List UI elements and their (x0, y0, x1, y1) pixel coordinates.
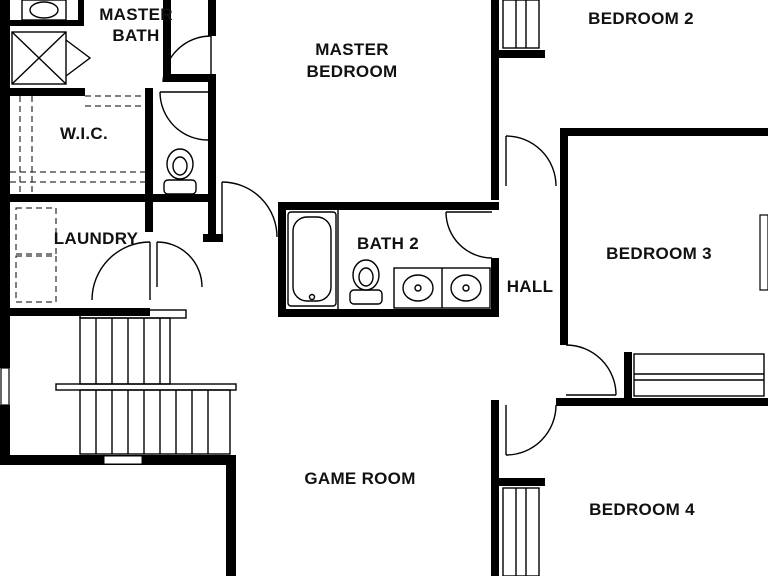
closet-right-wall (208, 82, 216, 242)
fixtures (11, 0, 491, 309)
closets (10, 0, 768, 576)
lower-stair-run (79, 389, 231, 455)
bath2-door-swing (445, 211, 493, 259)
shower-door (65, 39, 92, 77)
master-bedroom-door-swing (221, 181, 278, 238)
left-exterior-wall-lower (0, 405, 10, 465)
staircase (55, 309, 237, 455)
bedroom3-door-swing (565, 344, 617, 396)
master-sink (29, 1, 59, 19)
bedroom3-closet (633, 353, 765, 397)
bedroom4-closet (502, 487, 540, 576)
bedroom2-closet-bottom (499, 50, 545, 58)
label-master-bedroom-2: BEDROOM (307, 62, 398, 81)
left-exterior-wall (0, 0, 10, 368)
laundry-right-wall (145, 202, 153, 232)
stair-handrail (55, 383, 237, 391)
upper-stair-treads (95, 318, 161, 384)
upper-stair-run (79, 317, 171, 385)
label-master-bath-1: MASTER (99, 5, 173, 24)
vanity-wall (10, 20, 82, 26)
label-master-bath-2: BATH (112, 26, 159, 45)
bath2-right-wall (491, 258, 499, 317)
label-game-room: GAME ROOM (304, 469, 415, 488)
vanity-side-wall (78, 0, 84, 26)
bath2-sink-left (402, 274, 434, 302)
shower-x2 (11, 31, 67, 85)
bath2-tub-inner (292, 216, 332, 302)
bath2-top-wall (278, 202, 499, 210)
master-bath-door-swing (162, 35, 212, 83)
laundry-door2-swing (156, 241, 203, 288)
master-bath-wall (208, 0, 216, 36)
bedroom3-window (759, 214, 768, 291)
washer (15, 207, 57, 255)
label-bedroom-2: BEDROOM 2 (588, 9, 694, 28)
dryer (15, 255, 57, 303)
bedroom4-closet-top (499, 478, 545, 486)
label-wic: W.I.C. (60, 124, 108, 143)
label-hall: HALL (507, 277, 554, 296)
label-bedroom-4: BEDROOM 4 (589, 500, 695, 519)
laundry-door-stop (203, 234, 223, 242)
laundry-door-swing (91, 241, 151, 301)
bedroom4-left-wall (491, 400, 499, 576)
bath2-left-wall (278, 202, 286, 317)
toilet-door-swing (159, 91, 209, 141)
shower-bottom-wall (10, 88, 85, 96)
bath2-bottom-wall (278, 309, 499, 317)
label-laundry: LAUNDRY (54, 229, 139, 248)
doors (91, 35, 617, 456)
room-labels: MASTER BATH MASTER BEDROOM BEDROOM 2 W.I… (54, 5, 712, 519)
tub-drain (308, 293, 316, 301)
left-window (0, 367, 10, 406)
label-bedroom-3: BEDROOM 3 (606, 244, 712, 263)
bedroom3-bottom-wall (556, 398, 768, 406)
bedroom2-closet (502, 0, 540, 49)
bedroom2-bottom-wall (560, 128, 768, 136)
bath2-toilet (349, 259, 383, 305)
bedroom3-closet-left (624, 352, 632, 400)
bath2-sink-right (450, 274, 482, 302)
label-bath-2: BATH 2 (357, 234, 419, 253)
label-master-bedroom-1: MASTER (315, 40, 389, 59)
master-bath-bottom-wall (171, 74, 216, 82)
stair-opening (103, 455, 143, 465)
master-bedroom-right-wall (491, 0, 499, 200)
master-toilet (163, 148, 197, 195)
game-room-left-wall (226, 455, 236, 576)
bedroom4-door-swing (505, 404, 557, 456)
wic-bottom-wall (10, 194, 210, 202)
master-bath-inner-wall (163, 0, 171, 82)
bedroom3-left-wall (560, 128, 568, 345)
lower-stair-treads (95, 390, 209, 454)
bedroom2-door-swing (505, 135, 557, 187)
wic-right-wall (145, 88, 153, 198)
